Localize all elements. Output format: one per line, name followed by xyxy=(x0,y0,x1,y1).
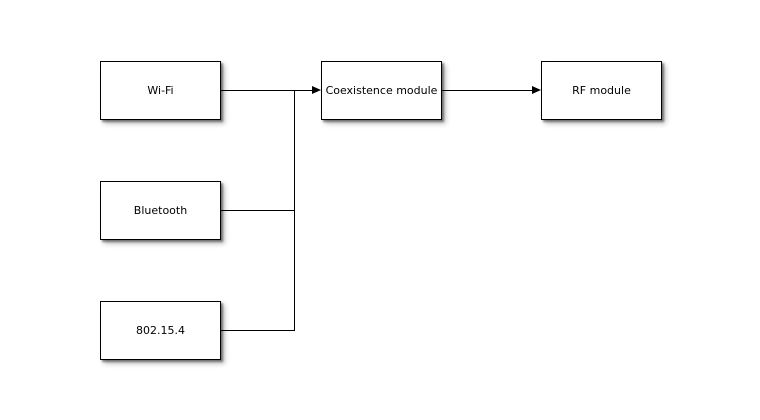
node-802-15-4-label: 802.15.4 xyxy=(136,324,185,337)
node-wifi-label: Wi-Fi xyxy=(147,84,174,97)
node-coexistence-module: Coexistence module xyxy=(321,61,442,120)
connector-802-15-4-to-bus xyxy=(221,330,295,331)
node-coexistence-module-label: Coexistence module xyxy=(325,84,438,97)
arrowhead-into-coexistence-icon xyxy=(312,86,321,94)
node-bluetooth-label: Bluetooth xyxy=(133,204,188,217)
connector-wifi-to-coexistence xyxy=(221,90,313,91)
arrowhead-into-rf-icon xyxy=(532,86,541,94)
node-rf-module-label: RF module xyxy=(572,84,631,97)
node-bluetooth: Bluetooth xyxy=(100,181,221,240)
connector-coexistence-to-rf xyxy=(442,90,533,91)
node-rf-module: RF module xyxy=(541,61,662,120)
connector-bluetooth-to-bus xyxy=(221,210,295,211)
node-wifi: Wi-Fi xyxy=(100,61,221,120)
node-802-15-4: 802.15.4 xyxy=(100,301,221,360)
